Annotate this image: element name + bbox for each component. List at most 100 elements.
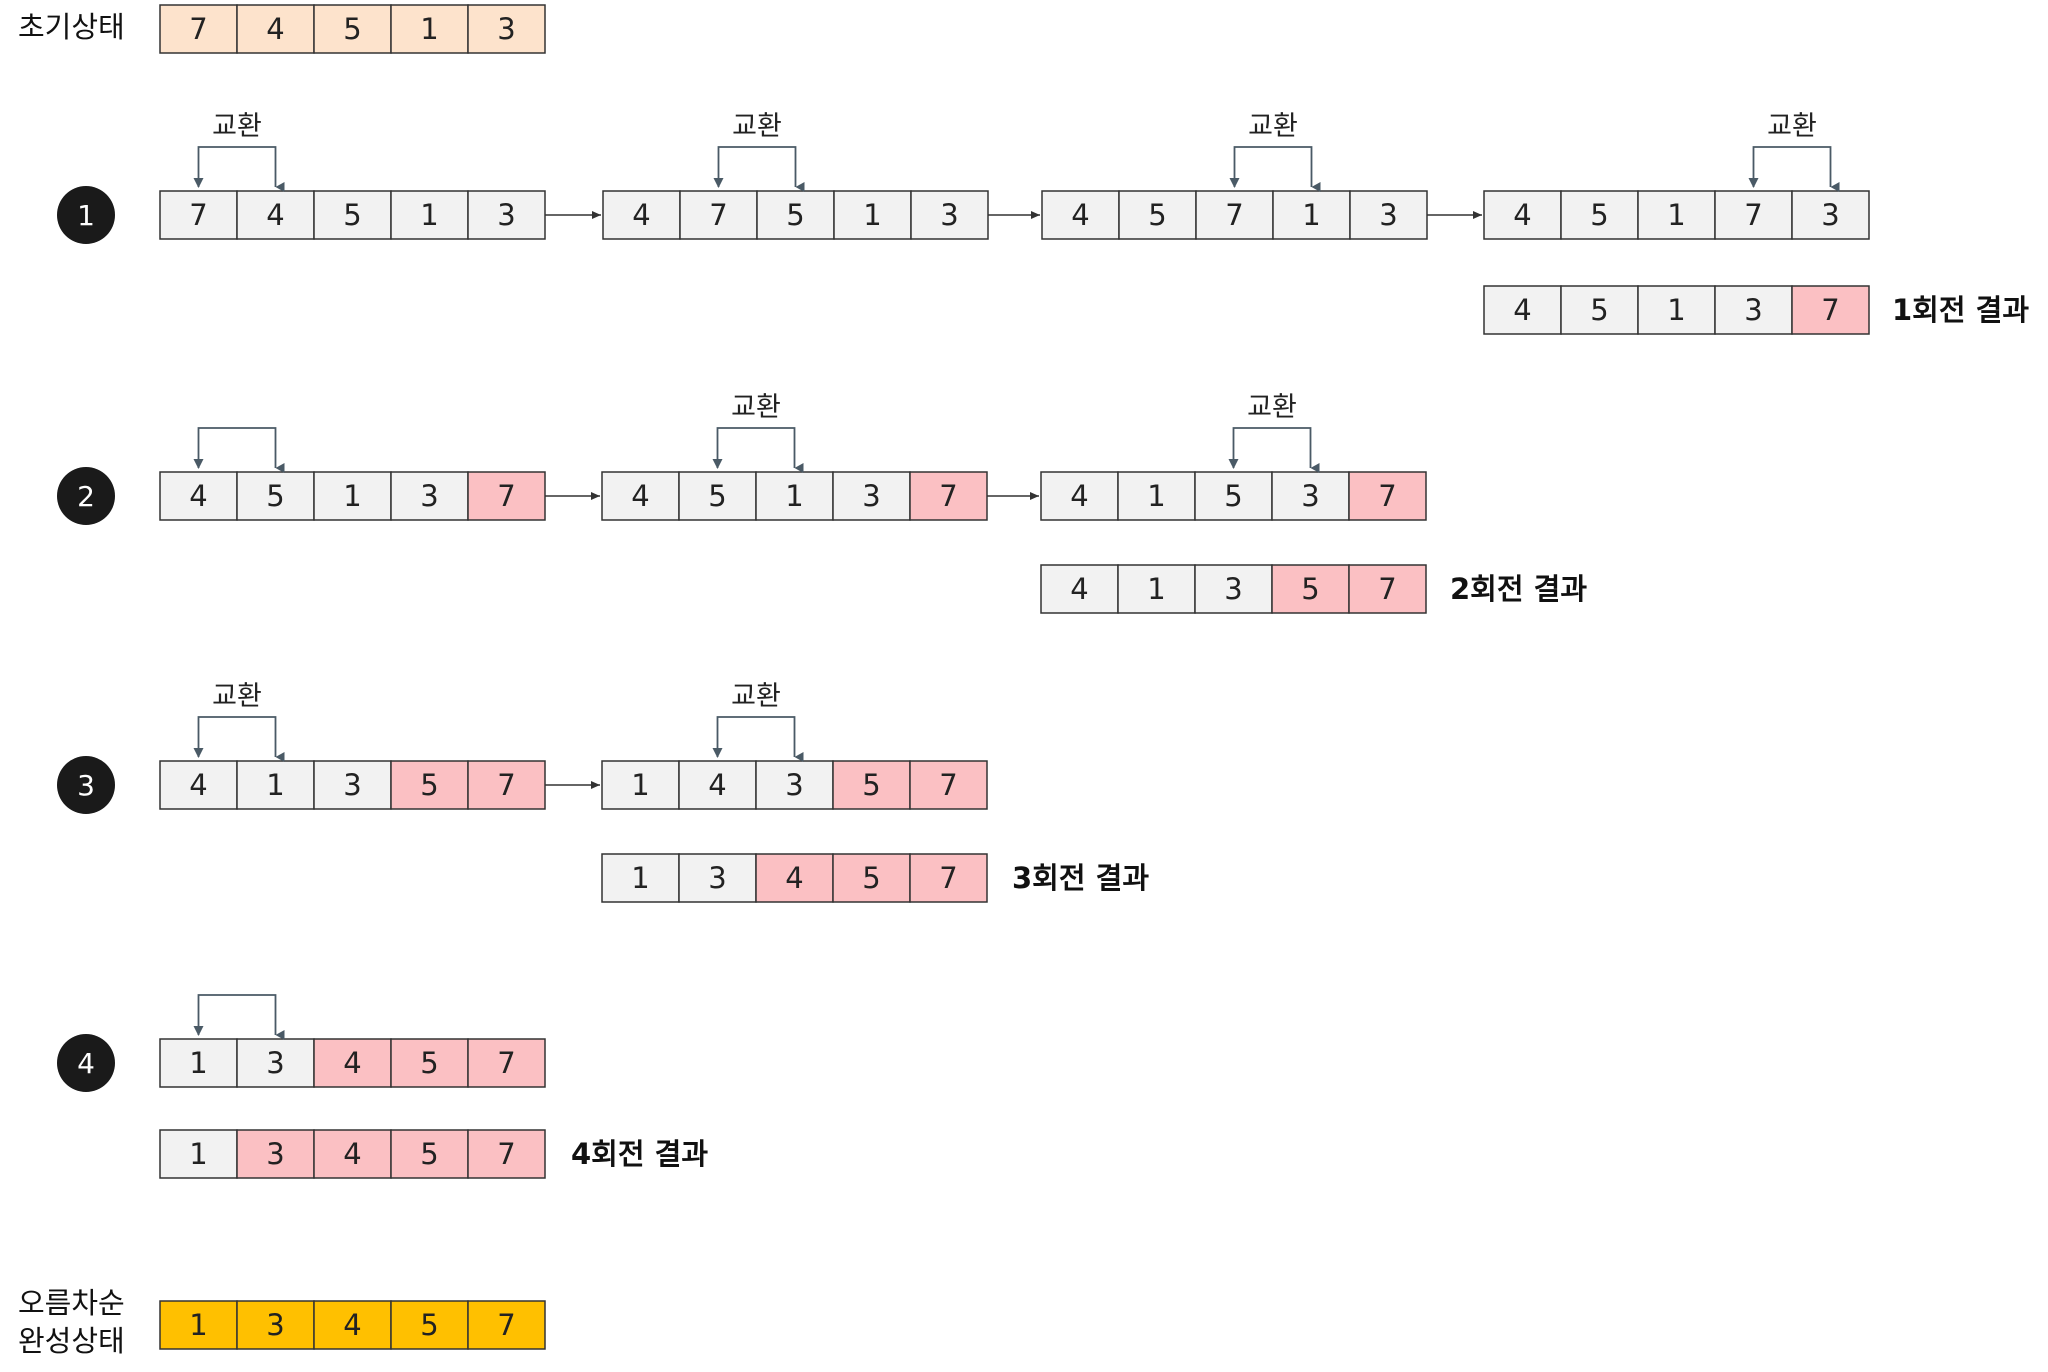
pass-array-cell-value: 7 [939, 768, 957, 802]
initial-array-cell-value: 1 [420, 12, 438, 46]
swap-bracket-arrow [716, 427, 804, 473]
initial-array-cell [313, 4, 392, 54]
swap-arrowhead [712, 459, 723, 469]
result-array-cell-value: 5 [1301, 572, 1319, 606]
result-array-cell-value: 4 [785, 861, 803, 895]
pass-array-cell-value: 4 [1070, 479, 1088, 513]
initial-array-cell-value: 7 [189, 12, 207, 46]
swap-bracket-arrow [197, 994, 285, 1040]
pass-array-cell-value: 1 [1147, 479, 1165, 513]
swap-arrowhead [713, 178, 724, 188]
swap-label: 교환 [732, 111, 782, 142]
pass-array-cell [313, 1038, 392, 1088]
final-array-cell-value: 5 [420, 1308, 438, 1342]
result-array-cell-value: 4 [343, 1137, 361, 1171]
result-array-cell [467, 1129, 546, 1179]
result-array-cell [1271, 564, 1350, 614]
pass-array-cell-value: 7 [1225, 198, 1243, 232]
result-array-cell [909, 853, 988, 903]
pass-array-cell-value: 5 [343, 198, 361, 232]
step-number: 3 [77, 769, 95, 802]
result-array-cell-value: 3 [1224, 572, 1242, 606]
pass-array-cell-value: 1 [1302, 198, 1320, 232]
result-array-cell [1714, 285, 1793, 335]
pass-array-cell [467, 760, 546, 810]
pass-array-cell [678, 760, 757, 810]
pass-array-cell [390, 471, 469, 521]
pass-array-cell [236, 1038, 315, 1088]
pass-array-cell [1040, 471, 1119, 521]
pass-array-cell-value: 3 [266, 1046, 284, 1080]
pass-array-cell [1349, 190, 1428, 240]
result-array-cell [1117, 564, 1196, 614]
pass-array-cell [678, 471, 757, 521]
pass-array-cell [236, 760, 315, 810]
pass-array-cell [467, 471, 546, 521]
swap-bracket-arrow [197, 427, 285, 473]
pass-array-cell-value: 5 [1590, 198, 1608, 232]
pass-array-cell-value: 3 [497, 198, 515, 232]
step-badge [57, 186, 115, 244]
pass-array-cell [1271, 471, 1350, 521]
result-array-cell [678, 853, 757, 903]
step-badge [57, 467, 115, 525]
pass-array-cell-value: 5 [266, 479, 284, 513]
swap-label: 교환 [212, 111, 262, 142]
pass-array-cell-value: 3 [940, 198, 958, 232]
final-array-cell-value: 7 [497, 1308, 515, 1342]
pass-array-cell-value: 4 [266, 198, 284, 232]
pass-array-cell-value: 5 [420, 768, 438, 802]
initial-array-cell-value: 4 [266, 12, 284, 46]
pass-array-cell-value: 7 [939, 479, 957, 513]
pass-array-cell [755, 471, 834, 521]
pass-array-cell-value: 4 [1071, 198, 1089, 232]
step-number: 2 [77, 480, 95, 513]
result-array-cell-value: 4 [1070, 572, 1088, 606]
result-array-cell-value: 1 [631, 861, 649, 895]
swap-label: 교환 [731, 392, 781, 423]
pass-array-cell-value: 5 [420, 1046, 438, 1080]
pass-array-cell-value: 5 [1148, 198, 1166, 232]
pass-array-cell [1194, 471, 1273, 521]
step-number: 1 [77, 199, 95, 232]
swap-bracket-arrow [197, 716, 285, 762]
pass-array-cell-value: 1 [189, 1046, 207, 1080]
pass-array-cell [313, 190, 392, 240]
result-label: 2회전 결과 [1450, 572, 1587, 606]
result-array-cell-value: 1 [1667, 293, 1685, 327]
pass-array-cell [159, 190, 238, 240]
pass-array-cell [909, 471, 988, 521]
final-array-cell [236, 1300, 315, 1350]
pass-array-cell-value: 7 [497, 479, 515, 513]
swap-arrowhead [193, 459, 204, 469]
final-array-cell-value: 3 [266, 1308, 284, 1342]
result-array-cell-value: 5 [420, 1137, 438, 1171]
result-array-cell [1791, 285, 1870, 335]
pass-array-cell [390, 190, 469, 240]
step-badge [57, 756, 115, 814]
pass-array-cell [159, 1038, 238, 1088]
swap-label: 교환 [212, 681, 262, 712]
step-badge [57, 1034, 115, 1092]
pass-array-cell-value: 3 [420, 479, 438, 513]
swap-bracket-arrow [197, 146, 285, 192]
result-array-cell-value: 7 [939, 861, 957, 895]
pass-array-cell-value: 4 [631, 479, 649, 513]
swap-arrowhead [712, 748, 723, 758]
pass-array-cell-value: 1 [1667, 198, 1685, 232]
initial-array-cell-value: 3 [497, 12, 515, 46]
swap-bracket-arrow [1752, 146, 1840, 192]
result-array-cell [1637, 285, 1716, 335]
swap-arrowhead [1229, 178, 1240, 188]
pass-array-cell [1118, 190, 1197, 240]
pass-array-cell-value: 1 [420, 198, 438, 232]
pass-array-cell-value: 3 [862, 479, 880, 513]
pass-array-cell [467, 190, 546, 240]
pass-array-cell-value: 5 [1224, 479, 1242, 513]
result-label: 3회전 결과 [1012, 861, 1149, 895]
initial-array-cell [159, 4, 238, 54]
pass-array-cell-value: 3 [1379, 198, 1397, 232]
swap-arrowhead [193, 1026, 204, 1036]
pass-array-cell [601, 760, 680, 810]
swap-bracket-arrow [1232, 427, 1320, 473]
